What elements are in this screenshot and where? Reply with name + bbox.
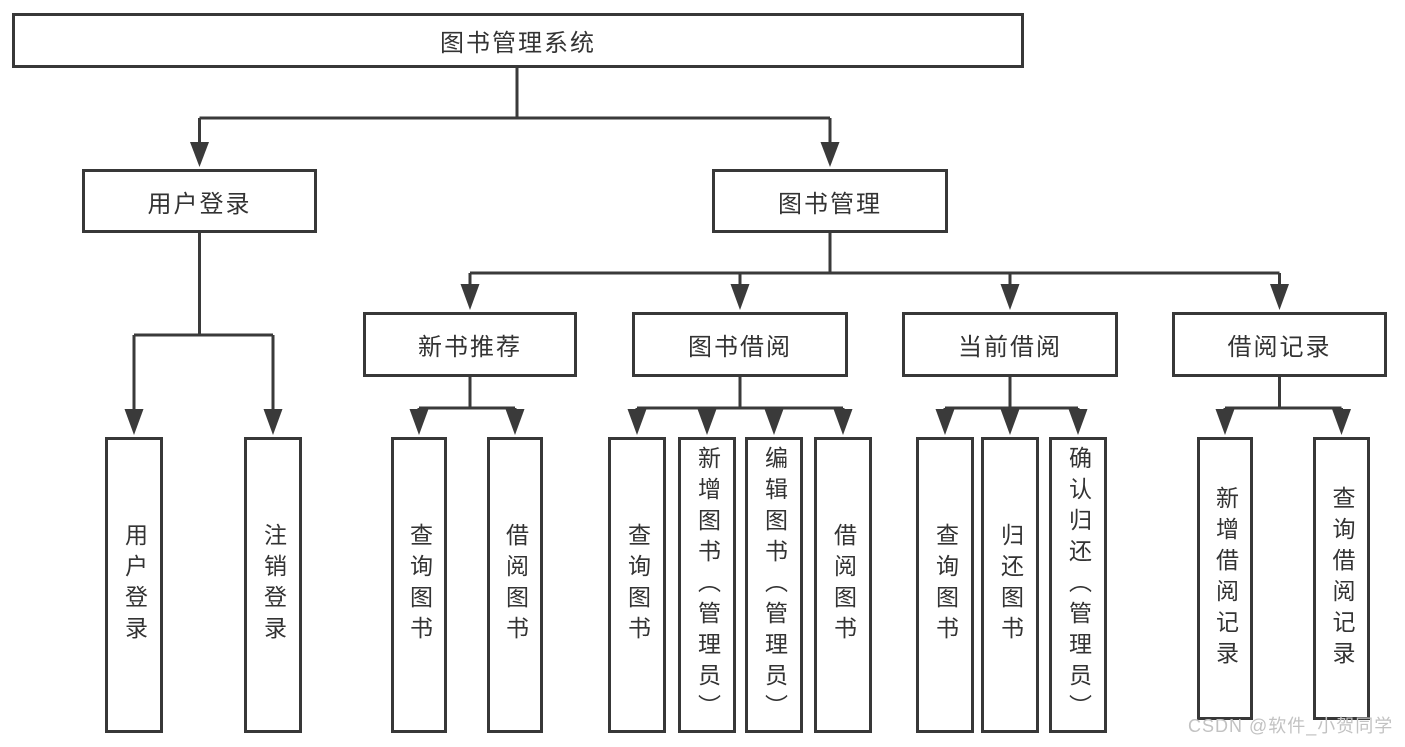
- node-leaf-add-borrow-record: 新增借阅记录: [1197, 437, 1253, 720]
- node-leaf-confirm-return-admin: 确认归还（管理员）: [1049, 437, 1107, 733]
- node-leaf-query-books: 查询图书: [391, 437, 447, 733]
- node-borrowing-records: 借阅记录: [1172, 312, 1387, 377]
- node-current-borrowing: 当前借阅: [902, 312, 1118, 377]
- node-leaf-return-books: 归还图书: [981, 437, 1039, 733]
- node-leaf-add-books-admin: 新增图书（管理员）: [678, 437, 736, 733]
- node-leaf-user-login: 用户登录: [105, 437, 163, 733]
- node-book-borrowing: 图书借阅: [632, 312, 848, 377]
- node-leaf-edit-books-admin: 编辑图书（管理员）: [745, 437, 803, 733]
- node-leaf-borrow-books: 借阅图书: [487, 437, 543, 733]
- node-book-management: 图书管理: [712, 169, 948, 233]
- node-leaf-borrow-books: 借阅图书: [814, 437, 872, 733]
- node-new-book-recommendation: 新书推荐: [363, 312, 577, 377]
- node-user-login: 用户登录: [82, 169, 317, 233]
- node-library-management-system: 图书管理系统: [12, 13, 1024, 68]
- node-leaf-logout: 注销登录: [244, 437, 302, 733]
- node-leaf-query-borrow-record: 查询借阅记录: [1313, 437, 1370, 720]
- csdn-watermark: CSDN @软件_小贺同学: [1188, 716, 1394, 736]
- node-leaf-query-books: 查询图书: [608, 437, 666, 733]
- node-leaf-query-books: 查询图书: [916, 437, 974, 733]
